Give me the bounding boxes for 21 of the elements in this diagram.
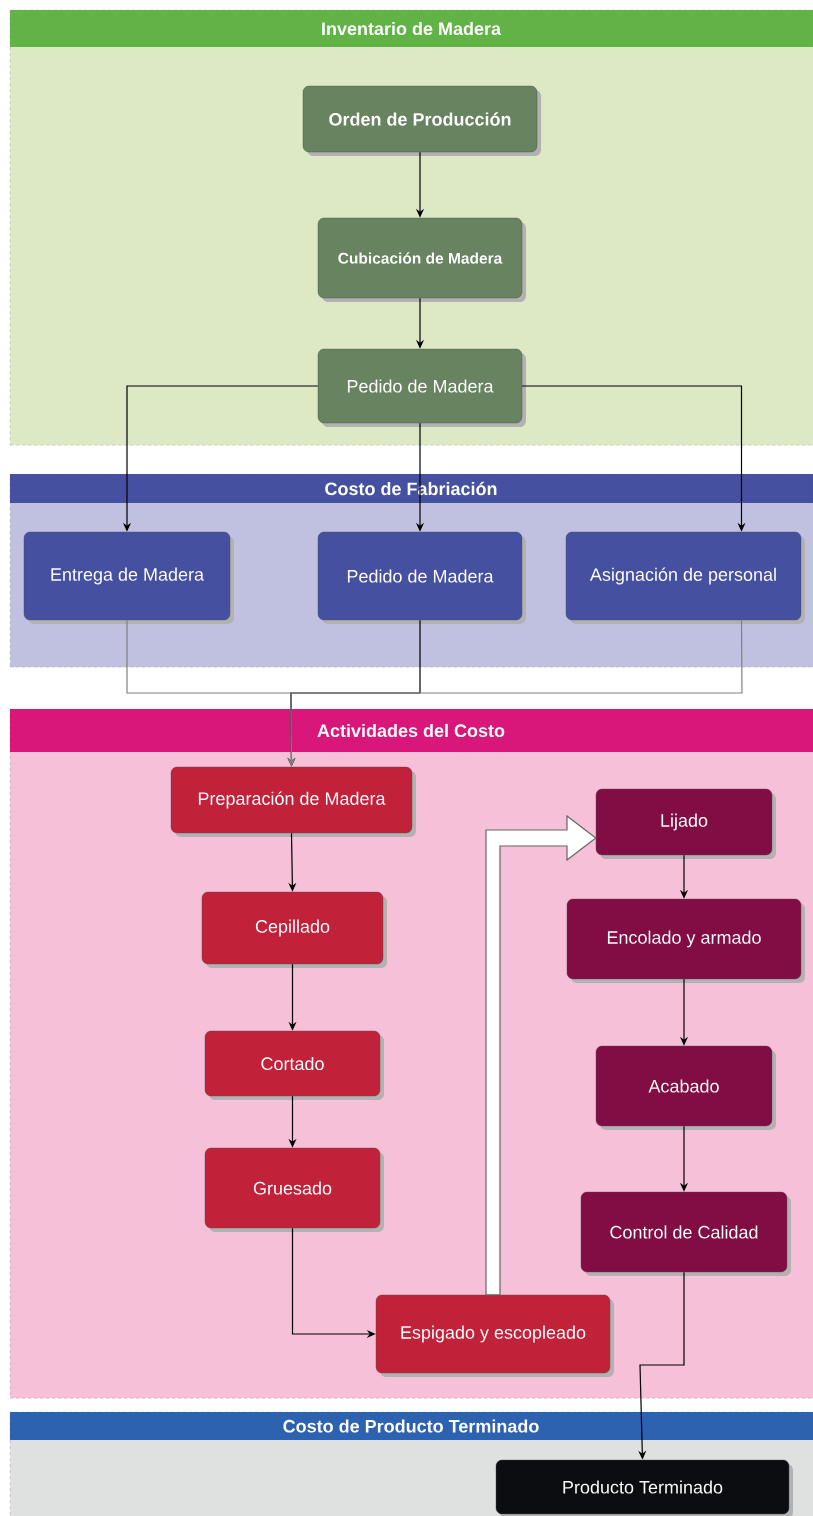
process-box: Espigado y escopleado [375,1294,614,1377]
process-box: Cubicación de Madera [317,217,526,302]
band-title: Costo de Producto Terminado [283,1419,539,1433]
process-box: Control de Calidad [580,1191,791,1276]
process-box: Producto Terminado [495,1459,793,1516]
process-box: Pedido de Madera [317,531,526,624]
band-title: Actividades del Costo [317,723,505,738]
process-box: Cepillado [201,891,387,968]
process-box: Orden de Producción [302,85,541,156]
process-box: Preparación de Madera [170,766,416,837]
process-box: Cortado [204,1030,384,1100]
band-title: Costo de Fabriación [325,481,497,496]
process-box: Entrega de Madera [23,531,234,624]
process-box: Acabado [595,1045,776,1130]
block-arrow [485,814,597,1296]
process-box: Lijado [595,788,776,859]
process-box: Pedido de Madera [317,348,526,427]
process-box: Encolado y armado [566,898,805,983]
process-box: Gruesado [204,1147,384,1232]
band-title: Inventario de Madera [322,21,502,36]
process-box: Asignación de personal [565,531,805,624]
